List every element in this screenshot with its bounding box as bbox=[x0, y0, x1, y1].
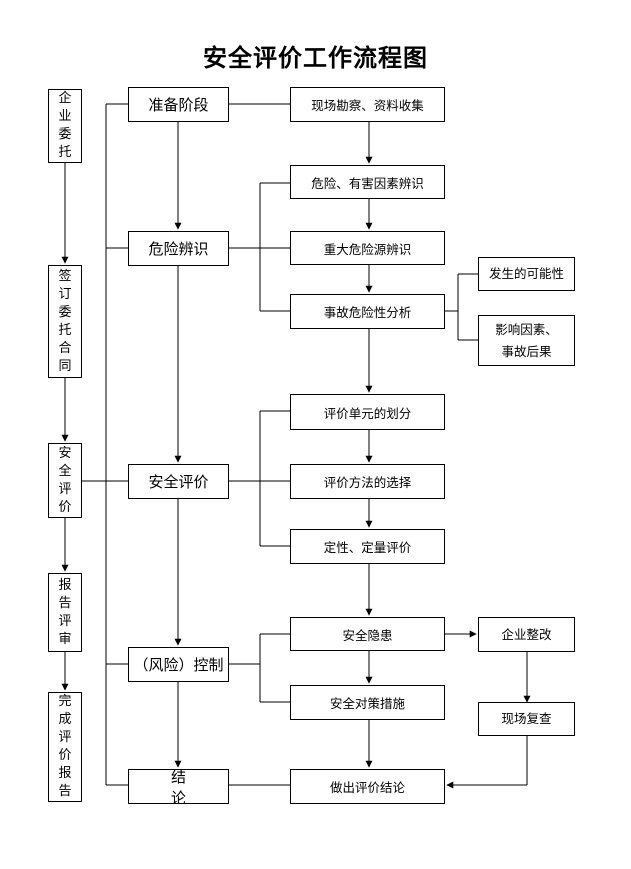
stage-hazard-identification: 危险辨识 bbox=[128, 231, 229, 266]
left-step-3: 安全评价 bbox=[48, 443, 82, 518]
left-step-1: 企业委托 bbox=[48, 89, 82, 163]
step-major-hazard: 重大危险源辨识 bbox=[290, 231, 445, 265]
step-method-selection: 评价方法的选择 bbox=[290, 464, 445, 499]
stage-risk-control: （风险）控制 bbox=[128, 647, 229, 682]
stage-preparation: 准备阶段 bbox=[128, 87, 229, 122]
step-conclusion: 做出评价结论 bbox=[290, 769, 445, 804]
left-step-5: 完成评价报告 bbox=[48, 692, 82, 802]
step-qualitative-quantitative: 定性、定量评价 bbox=[290, 529, 445, 564]
side-rectification: 企业整改 bbox=[478, 617, 575, 652]
left-step-2: 签订委托合同 bbox=[48, 265, 82, 378]
left-step-4: 报告评审 bbox=[48, 573, 82, 652]
page-title: 安全评价工作流程图 bbox=[203, 44, 428, 72]
step-hazard-factors: 危险、有害因素辨识 bbox=[290, 165, 445, 199]
side-recheck: 现场复查 bbox=[478, 702, 575, 736]
step-site-survey: 现场勘察、资料收集 bbox=[290, 87, 445, 122]
stage-safety-evaluation: 安全评价 bbox=[128, 464, 229, 499]
step-accident-analysis: 事故危险性分析 bbox=[290, 294, 445, 329]
stage-conclusion: 结论 bbox=[128, 768, 229, 807]
step-unit-division: 评价单元的划分 bbox=[290, 394, 445, 430]
step-countermeasures: 安全对策措施 bbox=[290, 685, 445, 720]
step-safety-hazards: 安全隐患 bbox=[290, 617, 445, 651]
side-possibility: 发生的可能性 bbox=[478, 257, 575, 291]
side-factors-consequences: 影响因素、事故后果 bbox=[478, 315, 575, 366]
